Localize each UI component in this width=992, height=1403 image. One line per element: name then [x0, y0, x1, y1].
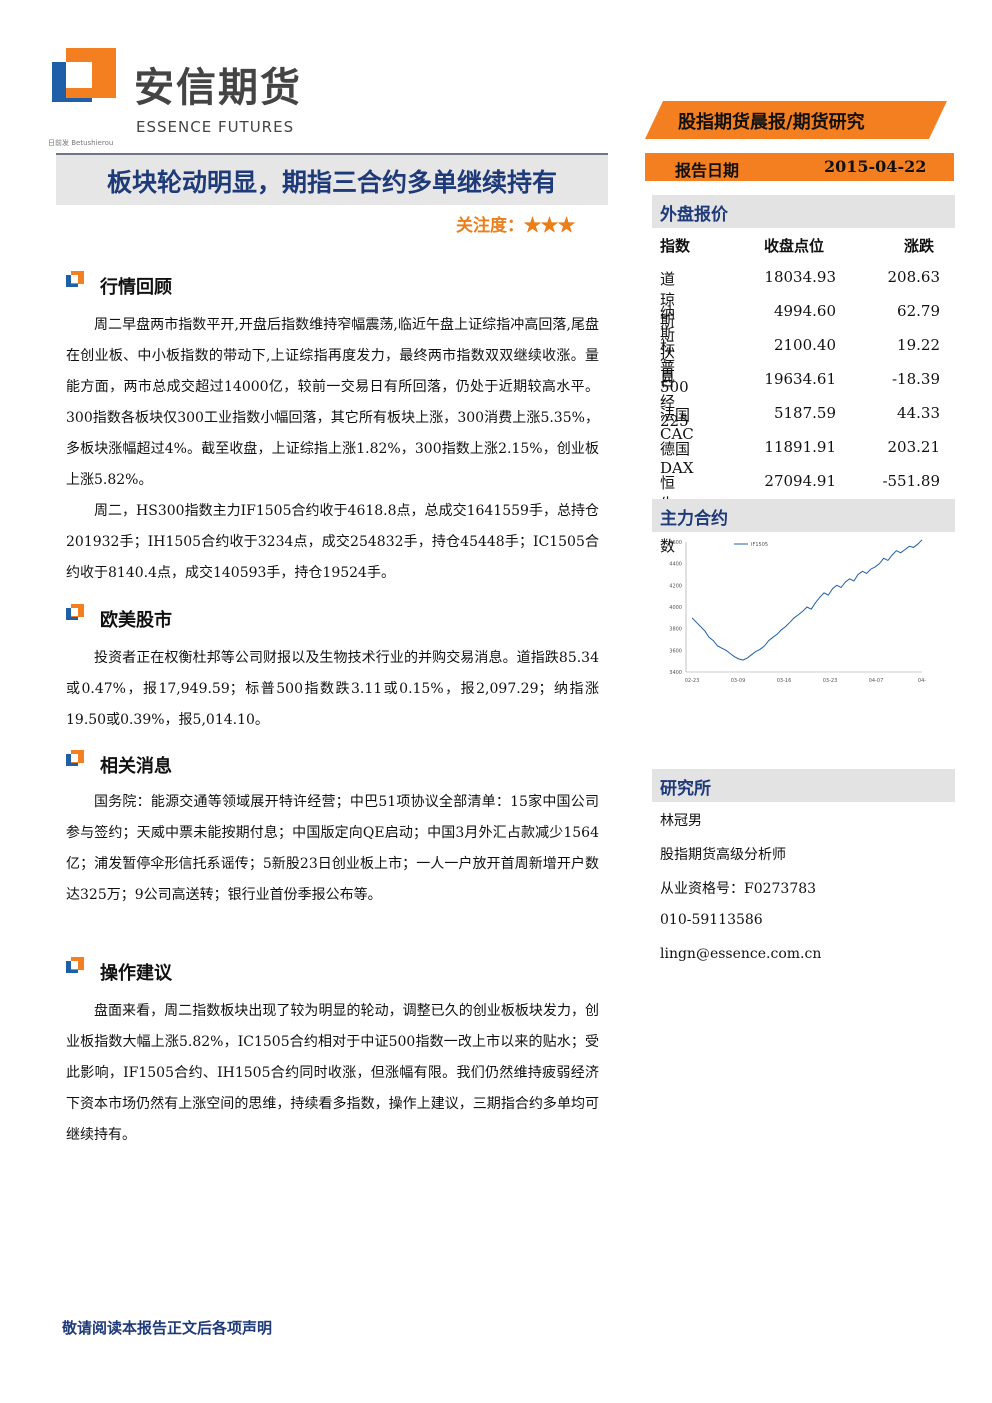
- market-review-paragraph-2: 周二，HS300指数主力IF1505合约收于4618.8点，总成交1641559…: [66, 503, 599, 581]
- related-news-paragraph: 国务院：能源交通等领域展开特许经营；中巴51项协议全部清单：15家中国公司参与签…: [66, 794, 599, 903]
- section-title-us-eu-stocks: 欧美股市: [100, 610, 172, 631]
- brand-name-cn: 安信期货: [134, 65, 302, 111]
- us-eu-stocks-paragraph: 投资者正在权衡杜邦等公司财报以及生物技术行业的并购交易消息。道指跌85.34或0…: [66, 650, 599, 728]
- title-box: [56, 155, 608, 205]
- report-type-label: 股指期货晨报/期货研究: [678, 112, 865, 133]
- index-close: 4994.60: [773, 302, 836, 320]
- attention-stars: ★★★: [524, 216, 575, 236]
- y-tick-label: 3600: [669, 648, 682, 654]
- index-change: -551.89: [882, 472, 940, 490]
- index-name: 道琼斯: [660, 270, 676, 330]
- report-type-banner: [645, 101, 947, 139]
- x-tick-label: 03-23: [823, 678, 838, 684]
- index-name: 纳斯达克: [660, 304, 676, 385]
- report-date-bar: [645, 153, 954, 181]
- analyst-email[interactable]: lingn@essence.com.cn: [660, 946, 822, 962]
- index-change: 19.22: [897, 336, 940, 354]
- index-close: 11891.91: [764, 438, 836, 456]
- section-title-operation-advice: 操作建议: [100, 963, 172, 984]
- overseas-quotes-header: [652, 195, 955, 228]
- section-bullet-icon: [66, 750, 84, 766]
- report-date-label: 报告日期: [675, 161, 740, 180]
- y-tick-label: 3400: [669, 670, 682, 676]
- index-name: 德国 DAX: [660, 440, 694, 477]
- col-header-index: 指数: [660, 237, 691, 255]
- index-name: 法国 CAC: [660, 406, 694, 443]
- essence-logo-mark: [52, 48, 116, 102]
- index-close: 27094.91: [764, 472, 836, 490]
- analyst-position: 股指期货高级分析师: [660, 847, 786, 863]
- y-tick-label: 4400: [669, 562, 682, 568]
- y-tick-label: 4600: [669, 540, 682, 546]
- section-bullet-icon: [66, 271, 84, 287]
- section-bullet-icon: [66, 604, 84, 620]
- series-line-if1505: [691, 539, 923, 661]
- page-title: 板块轮动明显，期指三合约多单继续持有: [106, 168, 557, 197]
- overseas-quotes-title: 外盘报价: [660, 205, 728, 225]
- x-tick-label: 04-: [918, 678, 926, 684]
- market-review-paragraph-1: 周二早盘两市指数平开,开盘后指数维持窄幅震荡,临近午盘上证综指冲高回落,尾盘在创…: [66, 317, 599, 488]
- index-change: 208.63: [887, 268, 941, 286]
- index-change: 203.21: [887, 438, 941, 456]
- col-header-change: 涨跌: [904, 237, 935, 255]
- index-change: 44.33: [897, 404, 940, 422]
- index-name: 日经 225: [660, 372, 689, 430]
- analyst-license: 从业资格号：F0273783: [660, 881, 817, 897]
- analyst-name: 林冠男: [660, 813, 702, 829]
- index-close: 18034.93: [764, 268, 836, 286]
- attention-rating: 关注度：★★★: [456, 211, 575, 236]
- index-close: 5187.59: [773, 404, 836, 422]
- x-tick-label: 03-16: [777, 678, 792, 684]
- research-header: [652, 769, 955, 802]
- index-close: 2100.40: [773, 336, 836, 354]
- brand-name-en: ESSENCE FUTURES: [136, 118, 295, 136]
- tiny-note: 日前发 Betushierou: [48, 139, 114, 147]
- disclaimer-footer: 敬请阅读本报告正文后各项声明: [62, 1319, 273, 1337]
- analyst-phone: 010-59113586: [660, 912, 763, 928]
- index-change: 62.79: [897, 302, 940, 320]
- legend-label: IF1505: [751, 542, 768, 548]
- x-tick-label: 02-23: [685, 678, 700, 684]
- title-top-rule: [56, 153, 608, 155]
- section-bullet-icon: [66, 957, 84, 973]
- y-tick-label: 4200: [669, 583, 682, 589]
- attention-label: 关注度：: [456, 216, 524, 236]
- x-tick-label: 04-07: [869, 678, 884, 684]
- index-name: 标普 500: [660, 338, 689, 396]
- y-tick-label: 4000: [669, 605, 682, 611]
- main-contract-header: [652, 499, 955, 532]
- main-contract-title: 主力合约: [660, 509, 728, 529]
- index-close: 19634.61: [764, 370, 836, 388]
- section-title-market-review: 行情回顾: [100, 277, 172, 298]
- y-tick-label: 3800: [669, 627, 682, 633]
- section-title-related-news: 相关消息: [100, 756, 172, 777]
- research-title: 研究所: [660, 779, 711, 799]
- x-tick-label: 03-09: [731, 678, 746, 684]
- index-change: -18.39: [891, 370, 940, 388]
- col-header-close: 收盘点位: [764, 237, 825, 255]
- report-date-value: 2015-04-22: [824, 157, 927, 176]
- operation-advice-paragraph: 盘面来看，周二指数板块出现了较为明显的轮动，调整已久的创业板板块发力，创业板指数…: [66, 1003, 599, 1143]
